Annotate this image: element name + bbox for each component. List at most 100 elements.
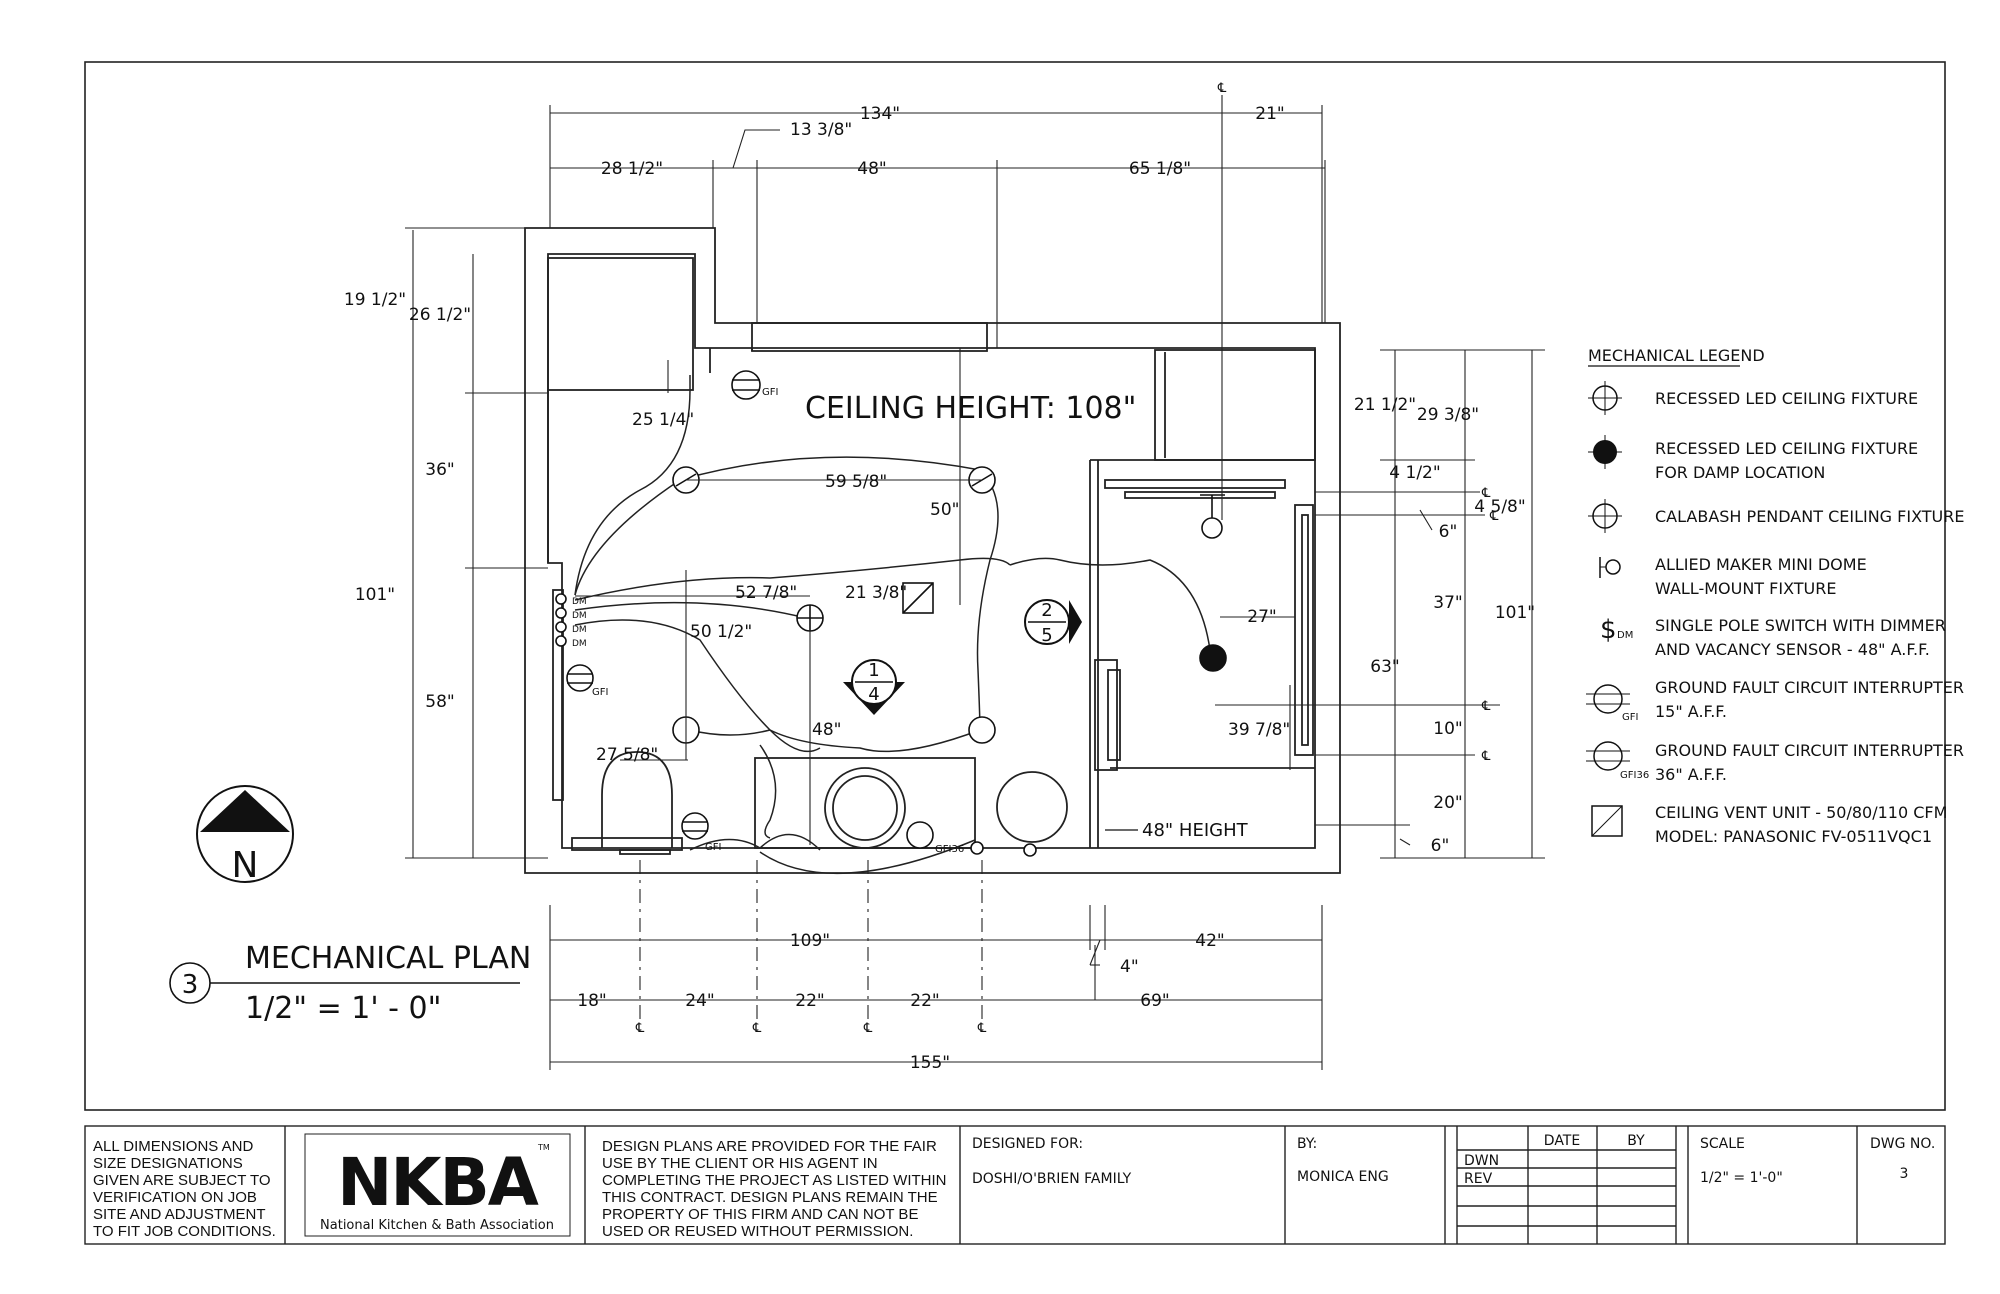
svg-text:GFI36: GFI36	[1620, 770, 1649, 781]
dim-right-4b: 4 5/8"	[1474, 497, 1525, 517]
gfi-label: GFI	[762, 387, 778, 398]
by-col-label: BY	[1627, 1133, 1645, 1149]
gfci36-icon: GFI36	[1586, 741, 1649, 781]
svg-text:FOR DAMP LOCATION: FOR DAMP LOCATION	[1655, 463, 1825, 482]
dim-39: 39 7/8"	[1228, 720, 1290, 740]
dwg-value: 3	[1900, 1166, 1909, 1182]
svg-text:RECESSED LED CEILING FIXTURE: RECESSED LED CEILING FIXTURE	[1655, 439, 1918, 458]
svg-text:GROUND FAULT CIRCUIT INTERRUPT: GROUND FAULT CIRCUIT INTERRUPTER	[1655, 678, 1964, 697]
designed-for-label: DESIGNED FOR:	[972, 1136, 1083, 1152]
dim-59: 59 5/8"	[825, 472, 887, 492]
wall-mount-fixture	[970, 841, 984, 855]
dim-right-4a: 4 1/2"	[1389, 463, 1440, 483]
dimension-text: 134" 21" 13 3/8" 28 1/2" 48" 65 1/8" 19 …	[344, 104, 1535, 1073]
ceiling-height-label: CEILING HEIGHT: 108"	[805, 391, 1136, 426]
svg-text:℄: ℄	[1217, 81, 1227, 96]
dim-right-29: 29 3/8"	[1417, 405, 1479, 425]
dim-right-20: 20"	[1433, 793, 1462, 813]
dimension-lines	[405, 95, 1545, 1070]
title-block-frame	[84, 1125, 1946, 1245]
dm-label: DM	[572, 611, 587, 621]
title-block-text: DESIGNED FOR: DOSHI/O'BRIEN FAMILY BY: M…	[972, 1133, 1935, 1187]
svg-text:℄: ℄	[752, 1021, 762, 1036]
dim-left-outer-top: 19 1/2"	[344, 290, 406, 310]
gfci-icon: GFI	[1586, 684, 1638, 723]
plan-annotations: CEILING HEIGHT: 108" 48" HEIGHT GFI GFI …	[572, 387, 1249, 855]
section-tag-den: 4	[868, 684, 879, 705]
dim-bot-155: 155"	[910, 1053, 950, 1073]
switch-icon: $ DM	[1600, 615, 1633, 645]
gfci36-outlet	[906, 821, 934, 849]
dim-bot-22a: 22"	[795, 991, 824, 1011]
svg-text:CALABASH PENDANT CEILING FIXTU: CALABASH PENDANT CEILING FIXTURE	[1655, 507, 1964, 526]
svg-text:℄: ℄	[1489, 509, 1499, 524]
dm-label: DM	[572, 639, 587, 649]
height-note: 48" HEIGHT	[1142, 820, 1249, 841]
wall-mount-fixture	[1200, 494, 1225, 539]
dim-left-36: 36"	[425, 460, 454, 480]
north-arrow: N	[196, 785, 294, 886]
dim-top-offset: 13 3/8"	[790, 120, 852, 140]
pendant-icon	[1588, 499, 1622, 533]
svg-text:℄: ℄	[863, 1021, 873, 1036]
centerline-marks: ℄ ℄ ℄ ℄ ℄ ℄ ℄ ℄ ℄	[635, 81, 1499, 1036]
dim-bot-42: 42"	[1195, 931, 1224, 951]
by-value: MONICA ENG	[1297, 1169, 1389, 1185]
dim-top-right: 21"	[1255, 104, 1284, 124]
dim-right-101: 101"	[1495, 603, 1535, 623]
gfci-outlet	[731, 370, 761, 400]
floor-plan	[524, 227, 1341, 874]
dim-50a: 50"	[930, 500, 959, 520]
fixtures	[555, 370, 1227, 857]
scale-value: 1/2" = 1'-0"	[1700, 1170, 1783, 1186]
dim-top-rt: 65 1/8"	[1129, 159, 1191, 179]
wiring	[574, 375, 1211, 875]
drawing-border	[84, 61, 1946, 1111]
section-tag-2-5: 2 5	[1024, 599, 1082, 646]
damp-led-fixture	[1199, 644, 1227, 672]
section-tag-num: 1	[868, 660, 879, 681]
wall-mount-fixture	[1023, 843, 1037, 857]
svg-text:WALL-MOUNT FIXTURE: WALL-MOUNT FIXTURE	[1655, 579, 1836, 598]
gfci-outlet	[681, 812, 709, 840]
dim-bot-109: 109"	[790, 931, 830, 951]
dwg-label: DWG NO.	[1870, 1136, 1935, 1152]
dim-right-63: 63"	[1370, 657, 1399, 677]
svg-text:℄: ℄	[1481, 749, 1491, 764]
dim-25: 25 1/4"	[632, 410, 694, 430]
svg-text:℄: ℄	[635, 1021, 645, 1036]
dm-label: DM	[572, 625, 587, 635]
recessed-led-icon	[1588, 381, 1622, 415]
view-title-text: MECHANICAL PLAN	[245, 941, 531, 976]
ceiling-vent	[902, 582, 934, 614]
gfi36-label: GFI36	[935, 844, 964, 855]
dim-left-inner-top: 26 1/2"	[409, 305, 471, 325]
designed-for-value: DOSHI/O'BRIEN FAMILY	[972, 1171, 1132, 1187]
dim-right-6a: 6"	[1439, 522, 1458, 542]
wall-mount-icon	[1599, 557, 1621, 578]
vent-icon	[1591, 805, 1623, 837]
view-title: 3 MECHANICAL PLAN 1/2" = 1' - 0"	[169, 941, 531, 1026]
section-tag-1-4: 1 4	[843, 659, 905, 715]
dim-left-58: 58"	[425, 692, 454, 712]
dim-bot-69: 69"	[1140, 991, 1169, 1011]
nkba-logo: NKBA TM National Kitchen & Bath Associat…	[320, 1143, 554, 1233]
dim-27a: 27 5/8"	[596, 745, 658, 765]
logo-tm: TM	[537, 1143, 550, 1152]
dim-21: 21 3/8"	[845, 583, 907, 603]
dim-top-mid: 48"	[857, 159, 886, 179]
svg-text:GROUND FAULT CIRCUIT INTERRUPT: GROUND FAULT CIRCUIT INTERRUPTER	[1655, 741, 1964, 760]
view-number: 3	[182, 970, 199, 1000]
rev-label: REV	[1464, 1171, 1493, 1187]
dim-left-overall: 101"	[355, 585, 395, 605]
view-scale-text: 1/2" = 1' - 0"	[245, 991, 441, 1026]
copyright-note: DESIGN PLANS ARE PROVIDED FOR THE FAIR U…	[602, 1138, 947, 1240]
dim-27b: 27"	[1247, 607, 1276, 627]
dim-right-6b: 6"	[1431, 836, 1450, 856]
legend-title: MECHANICAL LEGEND	[1588, 346, 1765, 365]
gfci-outlet	[566, 664, 594, 692]
dim-bot-4: 4"	[1120, 957, 1139, 977]
date-label: DATE	[1544, 1133, 1580, 1149]
svg-text:36" A.F.F.: 36" A.F.F.	[1655, 765, 1727, 784]
